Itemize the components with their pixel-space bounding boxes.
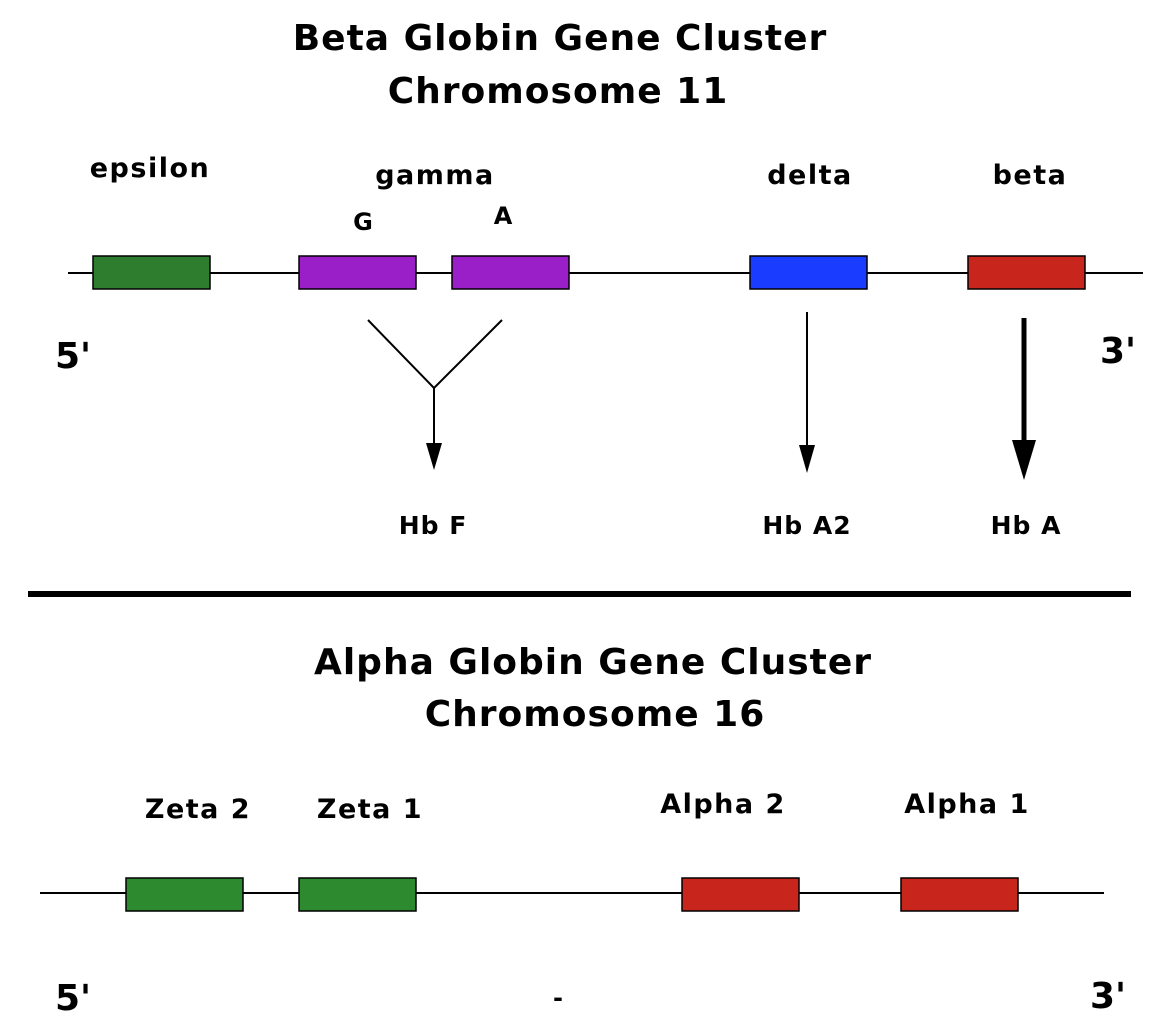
beta-five-prime-label: 5' xyxy=(55,336,91,377)
beta-label: beta xyxy=(993,160,1068,191)
gamma-a-gene xyxy=(451,255,570,290)
gamma-g-label: G xyxy=(353,208,373,236)
zeta-2-label: Zeta 2 xyxy=(145,794,251,825)
beta-three-prime-label: 3' xyxy=(1100,331,1136,372)
delta-arrow xyxy=(799,312,815,473)
zeta-1-label: Zeta 1 xyxy=(317,794,423,825)
hb-f-label: Hb F xyxy=(399,511,468,540)
zeta-1-gene xyxy=(298,877,417,912)
alpha-five-prime-label: 5' xyxy=(55,978,91,1019)
alpha-1-label: Alpha 1 xyxy=(904,789,1030,820)
alpha-cluster-chromosome: Chromosome 16 xyxy=(425,694,766,735)
alpha-cluster-title: Alpha Globin Gene Cluster xyxy=(314,642,872,683)
alpha-2-label: Alpha 2 xyxy=(660,789,786,820)
gamma-g-gene xyxy=(298,255,417,290)
beta-gene xyxy=(967,255,1086,290)
gamma-label: gamma xyxy=(375,160,495,191)
delta-gene xyxy=(749,255,868,290)
alpha-1-gene xyxy=(900,877,1019,912)
delta-label: delta xyxy=(767,160,853,191)
zeta-2-gene xyxy=(125,877,244,912)
hb-a-label: Hb A xyxy=(991,511,1062,540)
stray-mark: - xyxy=(553,984,563,1012)
alpha-three-prime-label: 3' xyxy=(1090,976,1126,1017)
hb-a2-label: Hb A2 xyxy=(762,511,851,540)
beta-cluster: Beta Globin Gene Cluster Chromosome 11 e… xyxy=(55,18,1143,540)
epsilon-label: epsilon xyxy=(90,153,211,184)
beta-arrow xyxy=(1012,318,1036,480)
epsilon-gene xyxy=(92,255,211,290)
gamma-merge-arrow xyxy=(367,319,503,470)
alpha-2-gene xyxy=(681,877,800,912)
beta-cluster-chromosome: Chromosome 11 xyxy=(388,71,729,112)
alpha-cluster: Alpha Globin Gene Cluster Chromosome 16 … xyxy=(40,642,1126,1019)
beta-cluster-title: Beta Globin Gene Cluster xyxy=(293,18,828,59)
gamma-a-label: A xyxy=(494,202,513,230)
